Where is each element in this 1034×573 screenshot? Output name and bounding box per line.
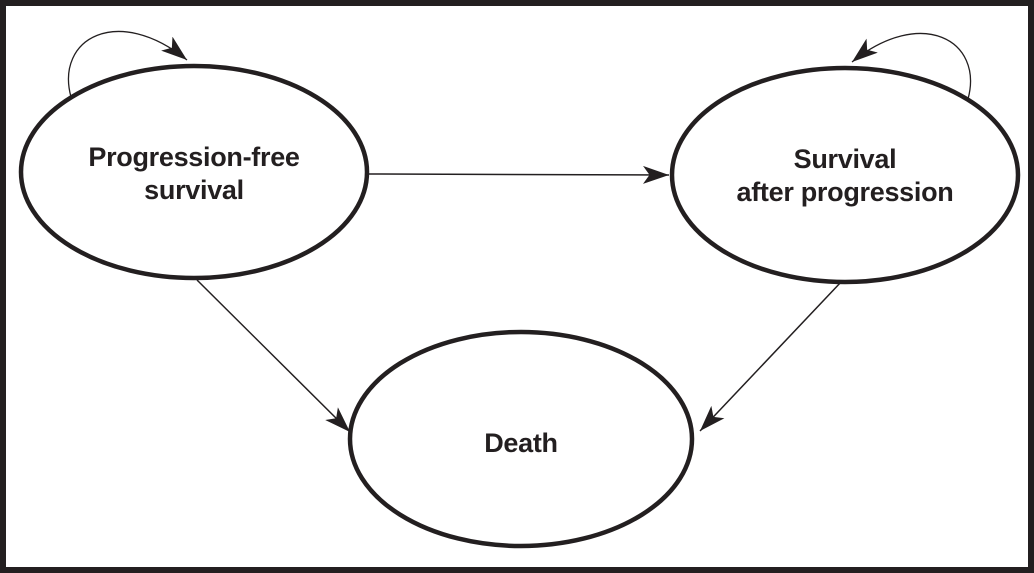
edge-sap-to-death-arrow bbox=[699, 280, 843, 432]
node-survival-after-progression bbox=[669, 65, 1021, 285]
node-label-pfs-line2: survival bbox=[144, 175, 244, 205]
edge-pfs-to-sap-arrow bbox=[367, 165, 670, 184]
node-death bbox=[347, 329, 695, 549]
node-label-sap-line2: after progression bbox=[737, 177, 954, 207]
edge-pfs-self-loop-arrow bbox=[67, 30, 188, 98]
node-label-pfs-line1: Progression-free bbox=[88, 142, 300, 172]
node-progression-free-survival bbox=[18, 63, 370, 281]
node-label-sap-line1: Survival bbox=[794, 144, 897, 174]
edge-sap-self-loop-arrow bbox=[851, 32, 972, 100]
node-label-death: Death bbox=[484, 428, 558, 458]
edge-pfs-to-death-arrow bbox=[196, 279, 351, 433]
